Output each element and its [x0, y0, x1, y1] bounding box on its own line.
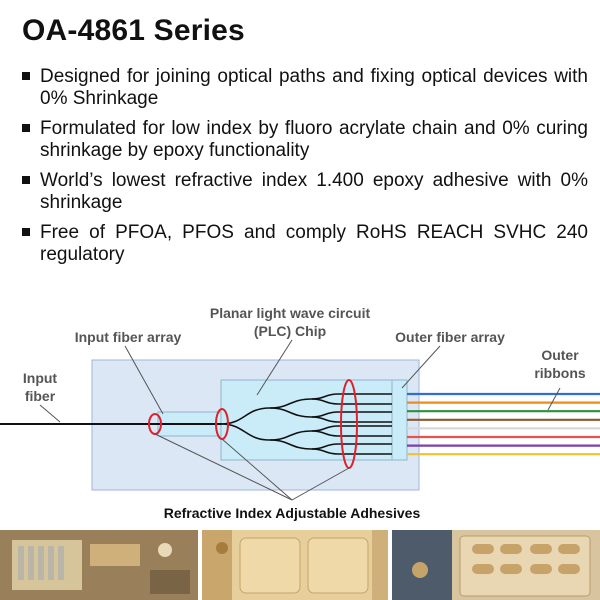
label-input-fiber-2: fiber — [25, 388, 56, 404]
product-photo-strip — [0, 530, 600, 600]
photo-2 — [202, 530, 388, 600]
label-input-fiber-1: Input — [23, 370, 58, 386]
feature-list: Designed for joining optical paths and f… — [22, 66, 588, 274]
feature-item: Designed for joining optical paths and f… — [22, 66, 588, 110]
feature-text: Free of PFOA, PFOS and comply RoHS REACH… — [40, 222, 588, 265]
label-input-fiber-array: Input fiber array — [75, 329, 182, 345]
page-title: OA-4861 Series — [22, 14, 245, 47]
feature-text: World’s lowest refractive index 1.400 ep… — [40, 170, 588, 213]
bullet-square-icon — [22, 72, 30, 80]
label-outer-ribbons-2: ribbons — [534, 365, 586, 381]
outer-fiber-array — [391, 379, 408, 461]
label-plc-2: (PLC) Chip — [254, 323, 326, 339]
feature-item: Free of PFOA, PFOS and comply RoHS REACH… — [22, 222, 588, 266]
label-plc-1: Planar light wave circuit — [210, 305, 371, 321]
label-adhesives: Refractive Index Adjustable Adhesives — [164, 505, 421, 521]
diagram-labels: Input fiber Input fiber array Planar lig… — [23, 305, 586, 404]
plc-diagram: Input fiber Input fiber array Planar lig… — [0, 305, 600, 521]
plc-chip — [220, 379, 408, 461]
splitter-waveguides — [220, 393, 339, 455]
feature-item: World’s lowest refractive index 1.400 ep… — [22, 170, 588, 214]
plc-output-lines — [338, 393, 392, 455]
feature-item: Formulated for low index by fluoro acryl… — [22, 118, 588, 162]
callout-lines — [39, 339, 561, 501]
bullet-square-icon — [22, 124, 30, 132]
label-outer-fiber-array: Outer fiber array — [395, 329, 505, 345]
feature-text: Designed for joining optical paths and f… — [40, 66, 588, 109]
feature-text: Formulated for low index by fluoro acryl… — [40, 118, 588, 161]
label-outer-ribbons-1: Outer — [541, 347, 579, 363]
bullet-square-icon — [22, 176, 30, 184]
outer-ribbons — [407, 392, 600, 456]
photo-3 — [392, 530, 600, 600]
bullet-square-icon — [22, 228, 30, 236]
photo-1 — [0, 530, 198, 600]
